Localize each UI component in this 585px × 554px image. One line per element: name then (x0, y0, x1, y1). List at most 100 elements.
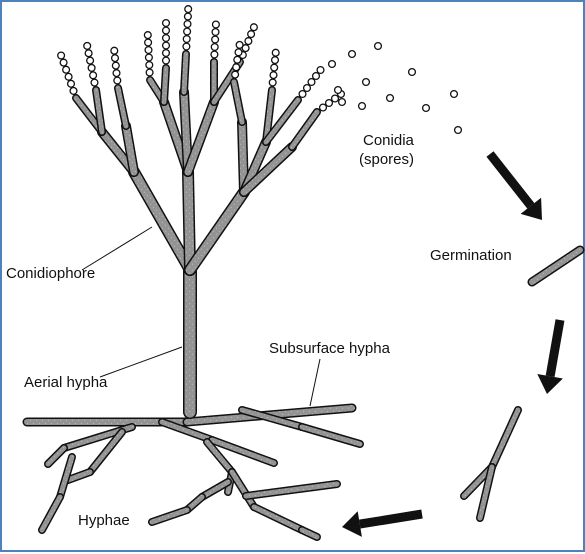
conidiophore-branch-15-fill (115, 85, 129, 129)
label-leader-lines (81, 226, 321, 407)
conidium-12 (83, 41, 92, 50)
cycle-arrows (342, 151, 565, 537)
conidium-59 (311, 71, 321, 81)
dispersed-spore-1 (327, 59, 337, 69)
dispersed-spore-4 (333, 85, 343, 95)
hypha-segment-19-fill (251, 504, 305, 533)
conidium-20 (144, 53, 153, 62)
conidium-54 (270, 56, 280, 65)
hypha-segment-11-fill (57, 454, 75, 500)
hypha-segment-8-fill (45, 445, 67, 467)
conidium-35 (184, 5, 193, 14)
dispersed-spore-7 (407, 67, 417, 77)
conidium-3 (64, 72, 73, 81)
conidium-8 (89, 71, 98, 80)
arrow-to-hyphae-head (342, 511, 362, 537)
conidium-4 (62, 65, 71, 74)
conidium-55 (271, 48, 280, 57)
conidium-38 (211, 35, 220, 44)
conidia-chains (57, 5, 463, 135)
conidium-6 (57, 51, 66, 60)
conidium-50 (235, 40, 244, 49)
hypha-segment-6-fill (209, 437, 277, 466)
dispersed-spore-9 (449, 89, 459, 99)
conidium-25 (161, 48, 171, 58)
conidium-63 (330, 94, 340, 103)
dispersed-spore-3 (373, 41, 383, 51)
conidium-58 (307, 77, 316, 87)
conidium-11 (84, 49, 93, 58)
conidiophore-branch-4-fill (185, 187, 249, 275)
conidium-7 (90, 78, 99, 87)
conidium-32 (183, 27, 192, 36)
conidiophore-branch-6-fill (122, 122, 138, 176)
conidium-15 (111, 61, 120, 70)
hypha-segment-4-fill (299, 424, 363, 447)
arrow-to-hyphae-shaft (359, 509, 423, 529)
conidium-46 (231, 70, 240, 79)
conidium-45 (249, 23, 258, 32)
conidiophore-branch-14-fill (93, 87, 105, 135)
conidium-28 (161, 26, 171, 35)
conidium-44 (247, 30, 256, 39)
conidium-37 (210, 42, 219, 52)
hypha-segment-18-fill (229, 469, 257, 510)
conidium-27 (161, 33, 171, 43)
dispersed-spore-6 (385, 93, 395, 103)
conidium-52 (269, 71, 278, 80)
germination-label: Germination (430, 247, 512, 264)
germinating-spore-fill (529, 247, 583, 285)
hypha-segment-5-fill (159, 419, 215, 443)
conidiophore-branch-22-fill (263, 87, 275, 145)
conidium-22 (144, 38, 153, 47)
dispersed-spore-5 (361, 77, 371, 87)
hypha-segment-10-fill (65, 469, 93, 483)
hypha-segment-13-fill (204, 439, 235, 475)
conidium-57 (302, 83, 312, 93)
conidium-51 (268, 78, 277, 87)
conidium-31 (182, 34, 191, 44)
dispersed-spore-12 (357, 101, 367, 111)
conidiophore-branch-18-fill (181, 51, 189, 95)
dispersed-spore-11 (337, 97, 347, 107)
leader-line-3 (309, 358, 321, 407)
aerial-hypha-label: Aerial hypha (24, 374, 108, 391)
conidium-14 (112, 69, 121, 78)
subsurface-hypha-label: Subsurface hypha (269, 340, 390, 357)
conidium-2 (66, 79, 76, 88)
conidium-49 (234, 48, 243, 57)
conidium-10 (86, 56, 95, 65)
conidium-26 (161, 41, 171, 50)
hyphae-tubes (22, 50, 585, 541)
conidium-30 (182, 42, 191, 51)
conidium-24 (161, 56, 171, 65)
conidium-33 (183, 19, 192, 29)
conidium-47 (232, 63, 241, 72)
hypha-segment-17-fill (149, 507, 190, 525)
conidiophore-branch-9-fill (184, 98, 218, 176)
conidium-18 (145, 68, 154, 77)
arrow-to-germ-tube-head (537, 374, 563, 394)
conidium-9 (87, 63, 96, 72)
arrow-to-germination-head (520, 197, 542, 220)
conidium-60 (316, 65, 325, 75)
hypha-segment-20-fill (243, 481, 340, 499)
conidiophore-branch-8-fill (180, 88, 192, 176)
hypha-segment-12-fill (39, 494, 63, 533)
dispersed-spore-2 (347, 49, 357, 59)
conidium-17 (110, 46, 119, 55)
dispersed-spore-10 (453, 125, 463, 135)
conidiophore-branch-10-fill (238, 118, 248, 196)
conidium-16 (110, 54, 120, 63)
conidium-62 (324, 98, 334, 108)
conidium-40 (211, 20, 220, 29)
conidiophore-branch-17-fill (161, 65, 169, 105)
conidium-43 (244, 37, 253, 46)
conidium-39 (211, 27, 220, 37)
hyphae-label: Hyphae (78, 512, 130, 529)
hypha-segment-21-fill (299, 527, 320, 540)
dispersed-spore-8 (421, 103, 431, 113)
conidium-19 (145, 60, 154, 70)
